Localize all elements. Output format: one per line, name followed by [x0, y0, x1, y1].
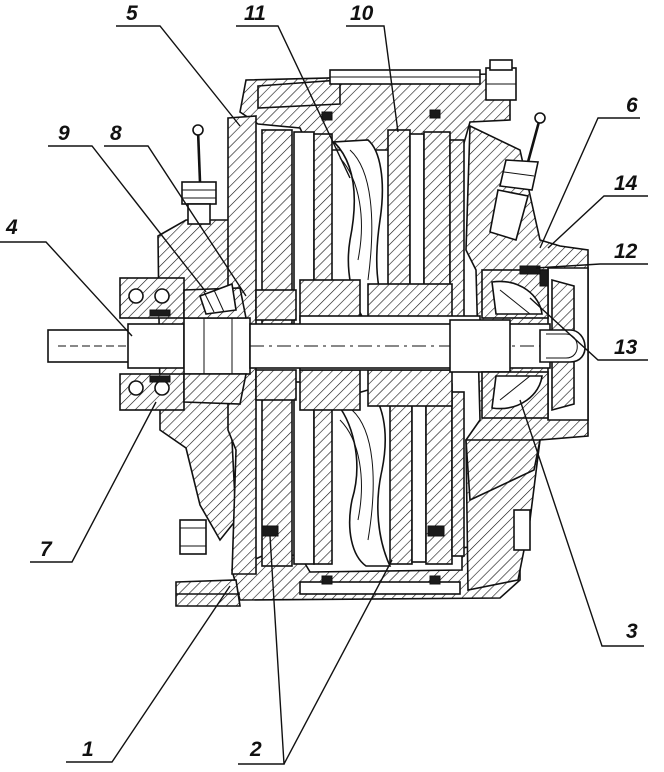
left-fitting [182, 125, 216, 224]
callout-8: 8 [110, 122, 122, 145]
callout-9: 9 [58, 122, 70, 145]
leader-5 [116, 26, 240, 126]
leader-4 [0, 242, 132, 336]
top-tie-bolt [486, 60, 516, 100]
callout-11: 11 [244, 2, 266, 25]
callout-1: 1 [82, 738, 94, 761]
leader-1 [66, 586, 230, 762]
callout-7: 7 [40, 538, 53, 561]
bottom-right-bolt [514, 510, 530, 550]
callout-2: 2 [249, 738, 262, 761]
input-shaft [48, 318, 585, 374]
callout-12: 12 [614, 240, 638, 263]
turbine-runner-lower [262, 380, 464, 584]
callout-13: 13 [614, 336, 638, 359]
callout-4: 4 [5, 216, 18, 239]
callout-10: 10 [350, 2, 374, 25]
callout-14: 14 [614, 172, 638, 195]
callout-3: 3 [626, 620, 638, 643]
callout-6: 6 [626, 94, 638, 117]
bottom-left-bolt [180, 520, 206, 554]
callout-5: 5 [126, 2, 138, 25]
